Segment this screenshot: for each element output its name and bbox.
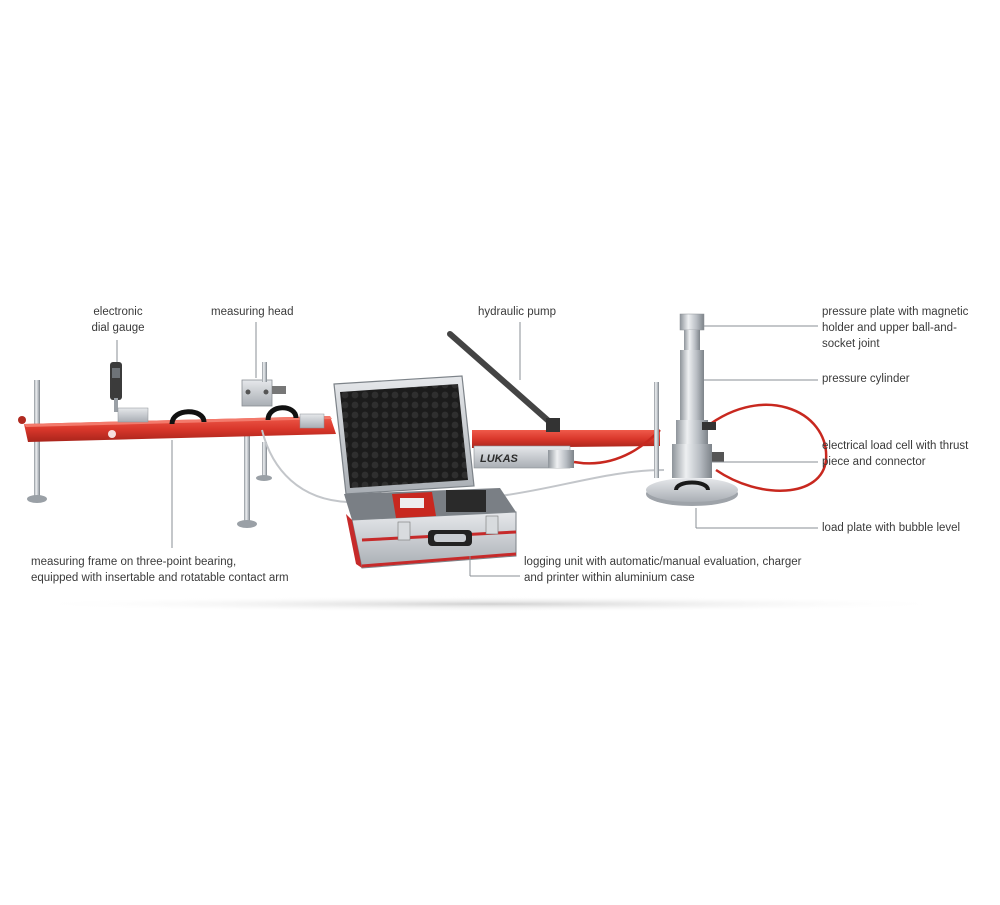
label-load-plate: load plate with bubble level	[822, 522, 961, 534]
pressure-cylinder-body	[680, 350, 704, 422]
label-logging-unit-line2: and printer within aluminium case	[524, 572, 695, 584]
pressure-plate-top	[679, 313, 705, 331]
logging-unit-case	[333, 375, 517, 569]
label-load-cell: electrical load cell with thrust piece a…	[822, 438, 968, 470]
label-load-cell-line2: piece and connector	[822, 456, 926, 468]
label-pressure-plate-line2: holder and upper ball-and-	[822, 322, 957, 334]
pump-brand: LUKAS	[480, 453, 519, 465]
label-measuring-frame: measuring frame on three-point bearing, …	[31, 554, 289, 586]
hydraulic-pump: LUKAS	[447, 331, 660, 469]
pump-lever	[447, 331, 555, 427]
label-pressure-plate-line1: pressure plate with magnetic	[822, 306, 969, 318]
leader-lines	[116, 322, 818, 577]
sensor-cable	[261, 429, 349, 503]
label-dial-gauge-line1: electronic	[93, 306, 143, 318]
label-load-cell-line1: electrical load cell with thrust	[822, 440, 969, 452]
label-logging-unit-line1: logging unit with automatic/manual evalu…	[524, 556, 802, 568]
case-foam	[340, 384, 468, 488]
label-pressure-plate: pressure plate with magnetic holder and …	[822, 304, 968, 352]
floor-shadow	[20, 596, 960, 612]
label-pressure-plate-line3: socket joint	[822, 338, 880, 350]
label-pressure-cylinder: pressure cylinder	[822, 373, 910, 385]
cylinder-hose	[699, 403, 828, 492]
load-cell-cable	[499, 469, 665, 497]
pressure-cylinder-assembly	[646, 313, 738, 506]
label-hydraulic-pump: hydraulic pump	[478, 306, 556, 318]
label-measuring-frame-line2: equipped with insertable and rotatable c…	[31, 572, 289, 584]
label-measuring-head: measuring head	[211, 306, 294, 318]
label-dial-gauge: electronic dial gauge	[80, 304, 156, 336]
load-cell	[672, 444, 712, 478]
label-logging-unit: logging unit with automatic/manual evalu…	[524, 554, 801, 586]
label-measuring-frame-line1: measuring frame on three-point bearing,	[31, 556, 237, 568]
measuring-frame	[18, 362, 336, 528]
label-dial-gauge-line2: dial gauge	[91, 322, 145, 334]
dial-gauge-body	[110, 362, 122, 400]
